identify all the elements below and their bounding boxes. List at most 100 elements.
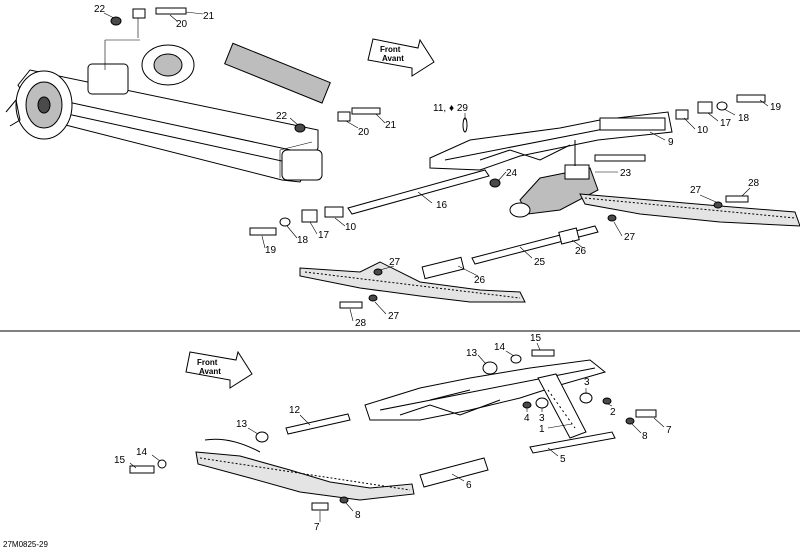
spacer-13-top (482, 361, 498, 375)
washer-14-top (510, 354, 522, 364)
callout-13-top: 13 (466, 348, 478, 359)
callout-28-right: 28 (748, 178, 760, 189)
callout-2: 2 (610, 407, 616, 418)
callout-27-right-a: 27 (690, 185, 702, 196)
front-arm-assembly (429, 111, 673, 171)
bolt-7-right (635, 409, 657, 418)
spacer-13-left (255, 431, 269, 443)
washer-18-right (716, 101, 728, 111)
rear-arm-assembly (364, 359, 607, 421)
spacer-17-right (697, 101, 713, 114)
lower-exploded-view: Front Avant (114, 333, 672, 533)
callout-20-top: 20 (176, 19, 188, 30)
bolt-19-left (249, 227, 277, 236)
bolt-15-top (531, 349, 555, 357)
track-rail-left (299, 261, 526, 303)
callout-24: 24 (506, 168, 518, 179)
front-arrow-top: Front Avant (367, 38, 435, 77)
callout-15-top: 15 (530, 333, 542, 344)
grease-fitting-11 (462, 117, 468, 133)
front-arrow-top-line2: Avant (382, 54, 404, 63)
callout-7-right: 7 (666, 425, 672, 436)
nut-22-top (110, 16, 122, 26)
figure-reference: 27M0825-29 (3, 540, 48, 549)
callout-17-left: 17 (318, 230, 330, 241)
tube-26-left (421, 256, 465, 280)
callout-10-right: 10 (697, 125, 709, 136)
callout-12: 12 (289, 405, 301, 416)
callout-8-bottom: 8 (355, 510, 361, 521)
callout-25: 25 (534, 257, 546, 268)
front-arrow-bottom-line2: Avant (199, 367, 221, 376)
callout-13-left: 13 (236, 419, 248, 430)
nut-8-right (625, 417, 635, 425)
nut-22-mid (294, 123, 306, 133)
shaft-5 (529, 431, 616, 454)
nut-27-left (373, 268, 383, 276)
callout-27-right-b: 27 (624, 232, 636, 243)
track-rail-lower (195, 438, 415, 501)
washer-3-right (579, 392, 593, 404)
callout-20-mid: 20 (358, 127, 370, 138)
bolt-21-mid (351, 107, 381, 115)
nut-27-right-a (713, 201, 723, 209)
callout-26-b: 26 (474, 275, 486, 286)
front-arrow-bottom: Front Avant (185, 350, 253, 389)
callout-10-left: 10 (345, 222, 357, 233)
bushing-10-left (324, 206, 344, 218)
shaft-12 (285, 413, 351, 435)
nut-24 (489, 178, 501, 188)
nut-4 (522, 401, 532, 409)
tube-6 (419, 457, 489, 488)
nut-2 (602, 397, 612, 405)
callout-4: 4 (524, 413, 530, 424)
callout-27-bottom: 27 (388, 311, 400, 322)
callout-6: 6 (466, 480, 472, 491)
track-rail-right (579, 193, 800, 227)
callout-8-right: 8 (642, 431, 648, 442)
bolt-28-bottom (339, 301, 363, 309)
callout-22-mid: 22 (276, 111, 288, 122)
callout-3-a: 3 (584, 377, 590, 388)
bushing-10-right (675, 109, 689, 120)
callout-23: 23 (620, 168, 632, 179)
tube-26-right (558, 227, 580, 245)
bolt-21-top (155, 7, 187, 15)
front-arrow-top-line1: Front (380, 45, 401, 54)
callout-27-left: 27 (389, 257, 401, 268)
nut-27-bottom (368, 294, 378, 302)
callout-26-a: 26 (575, 246, 587, 257)
nut-8-bottom (339, 496, 349, 504)
callout-14-top: 14 (494, 342, 506, 353)
callout-16: 16 (436, 200, 448, 211)
callout-9: 9 (668, 137, 674, 148)
callout-18-right: 18 (738, 113, 750, 124)
callout-3-b: 3 (539, 413, 545, 424)
callout-21-top: 21 (203, 11, 215, 22)
callout-19-left: 19 (265, 245, 277, 256)
front-arrow-bottom-line1: Front (197, 358, 218, 367)
callout-19-right: 19 (770, 102, 782, 113)
spacer-20-top (132, 8, 146, 19)
bracket-1 (537, 373, 587, 439)
callout-28-bottom: 28 (355, 318, 367, 329)
washer-18-left (279, 217, 291, 227)
callout-1: 1 (539, 424, 545, 435)
bolt-15-left (129, 465, 155, 474)
shock-absorber-23 (509, 140, 599, 218)
callout-21-mid: 21 (385, 120, 397, 131)
shaft-16 (347, 169, 490, 215)
washer-3-left (535, 397, 549, 409)
bolt-19-right (736, 94, 766, 103)
callout-14-left: 14 (136, 447, 148, 458)
callout-15-left: 15 (114, 455, 126, 466)
callout-17-right: 17 (720, 118, 732, 129)
callout-22-top: 22 (94, 4, 106, 15)
upper-exploded-view: Front Avant (5, 4, 800, 329)
callout-18-left: 18 (297, 235, 309, 246)
spacer-17-left (301, 209, 318, 223)
cross-shaft-assembly (5, 18, 331, 183)
callout-11-29: 11, ♦ 29 (433, 103, 468, 114)
bolt-7-bottom (311, 502, 329, 511)
